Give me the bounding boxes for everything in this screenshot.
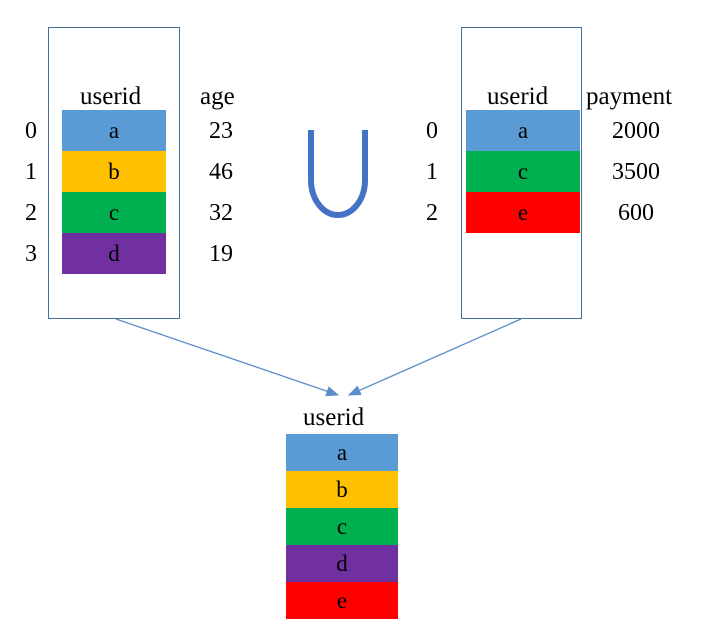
userid-cell: a (466, 110, 580, 151)
row-index: 3 (25, 240, 37, 267)
age-value: 19 (209, 240, 233, 267)
userid-cell: d (62, 233, 166, 274)
payment-value: 2000 (612, 117, 660, 144)
age-value: 32 (209, 199, 233, 226)
userid-cell: c (62, 192, 166, 233)
userid-cell: a (62, 110, 166, 151)
result-userid-cell: d (286, 545, 398, 582)
row-index: 2 (25, 199, 37, 226)
row-index: 0 (25, 117, 37, 144)
row-index: 1 (25, 158, 37, 185)
result-userid-cell: a (286, 434, 398, 471)
right-userid-header: userid (487, 83, 549, 110)
left-age-header: age (200, 83, 235, 110)
result-userid-cell: b (286, 471, 398, 508)
left-userid-header: userid (80, 83, 142, 110)
result-userid-header: userid (303, 404, 365, 431)
row-index: 0 (426, 117, 438, 144)
left-table-frame (48, 27, 180, 319)
row-index: 2 (426, 199, 438, 226)
left-arrow (115, 318, 340, 397)
union-icon (308, 130, 368, 218)
payment-value: 3500 (612, 158, 660, 185)
userid-cell: c (466, 151, 580, 192)
right-table-frame (461, 27, 582, 319)
right-payment-header: payment (586, 83, 673, 110)
age-value: 46 (209, 158, 233, 185)
age-value: 23 (209, 117, 233, 144)
userid-cell: b (62, 151, 166, 192)
payment-value: 600 (618, 199, 654, 226)
right-arrow (347, 318, 522, 396)
row-index: 1 (426, 158, 438, 185)
result-userid-cell: e (286, 582, 398, 619)
result-userid-cell: c (286, 508, 398, 545)
userid-cell: e (466, 192, 580, 233)
